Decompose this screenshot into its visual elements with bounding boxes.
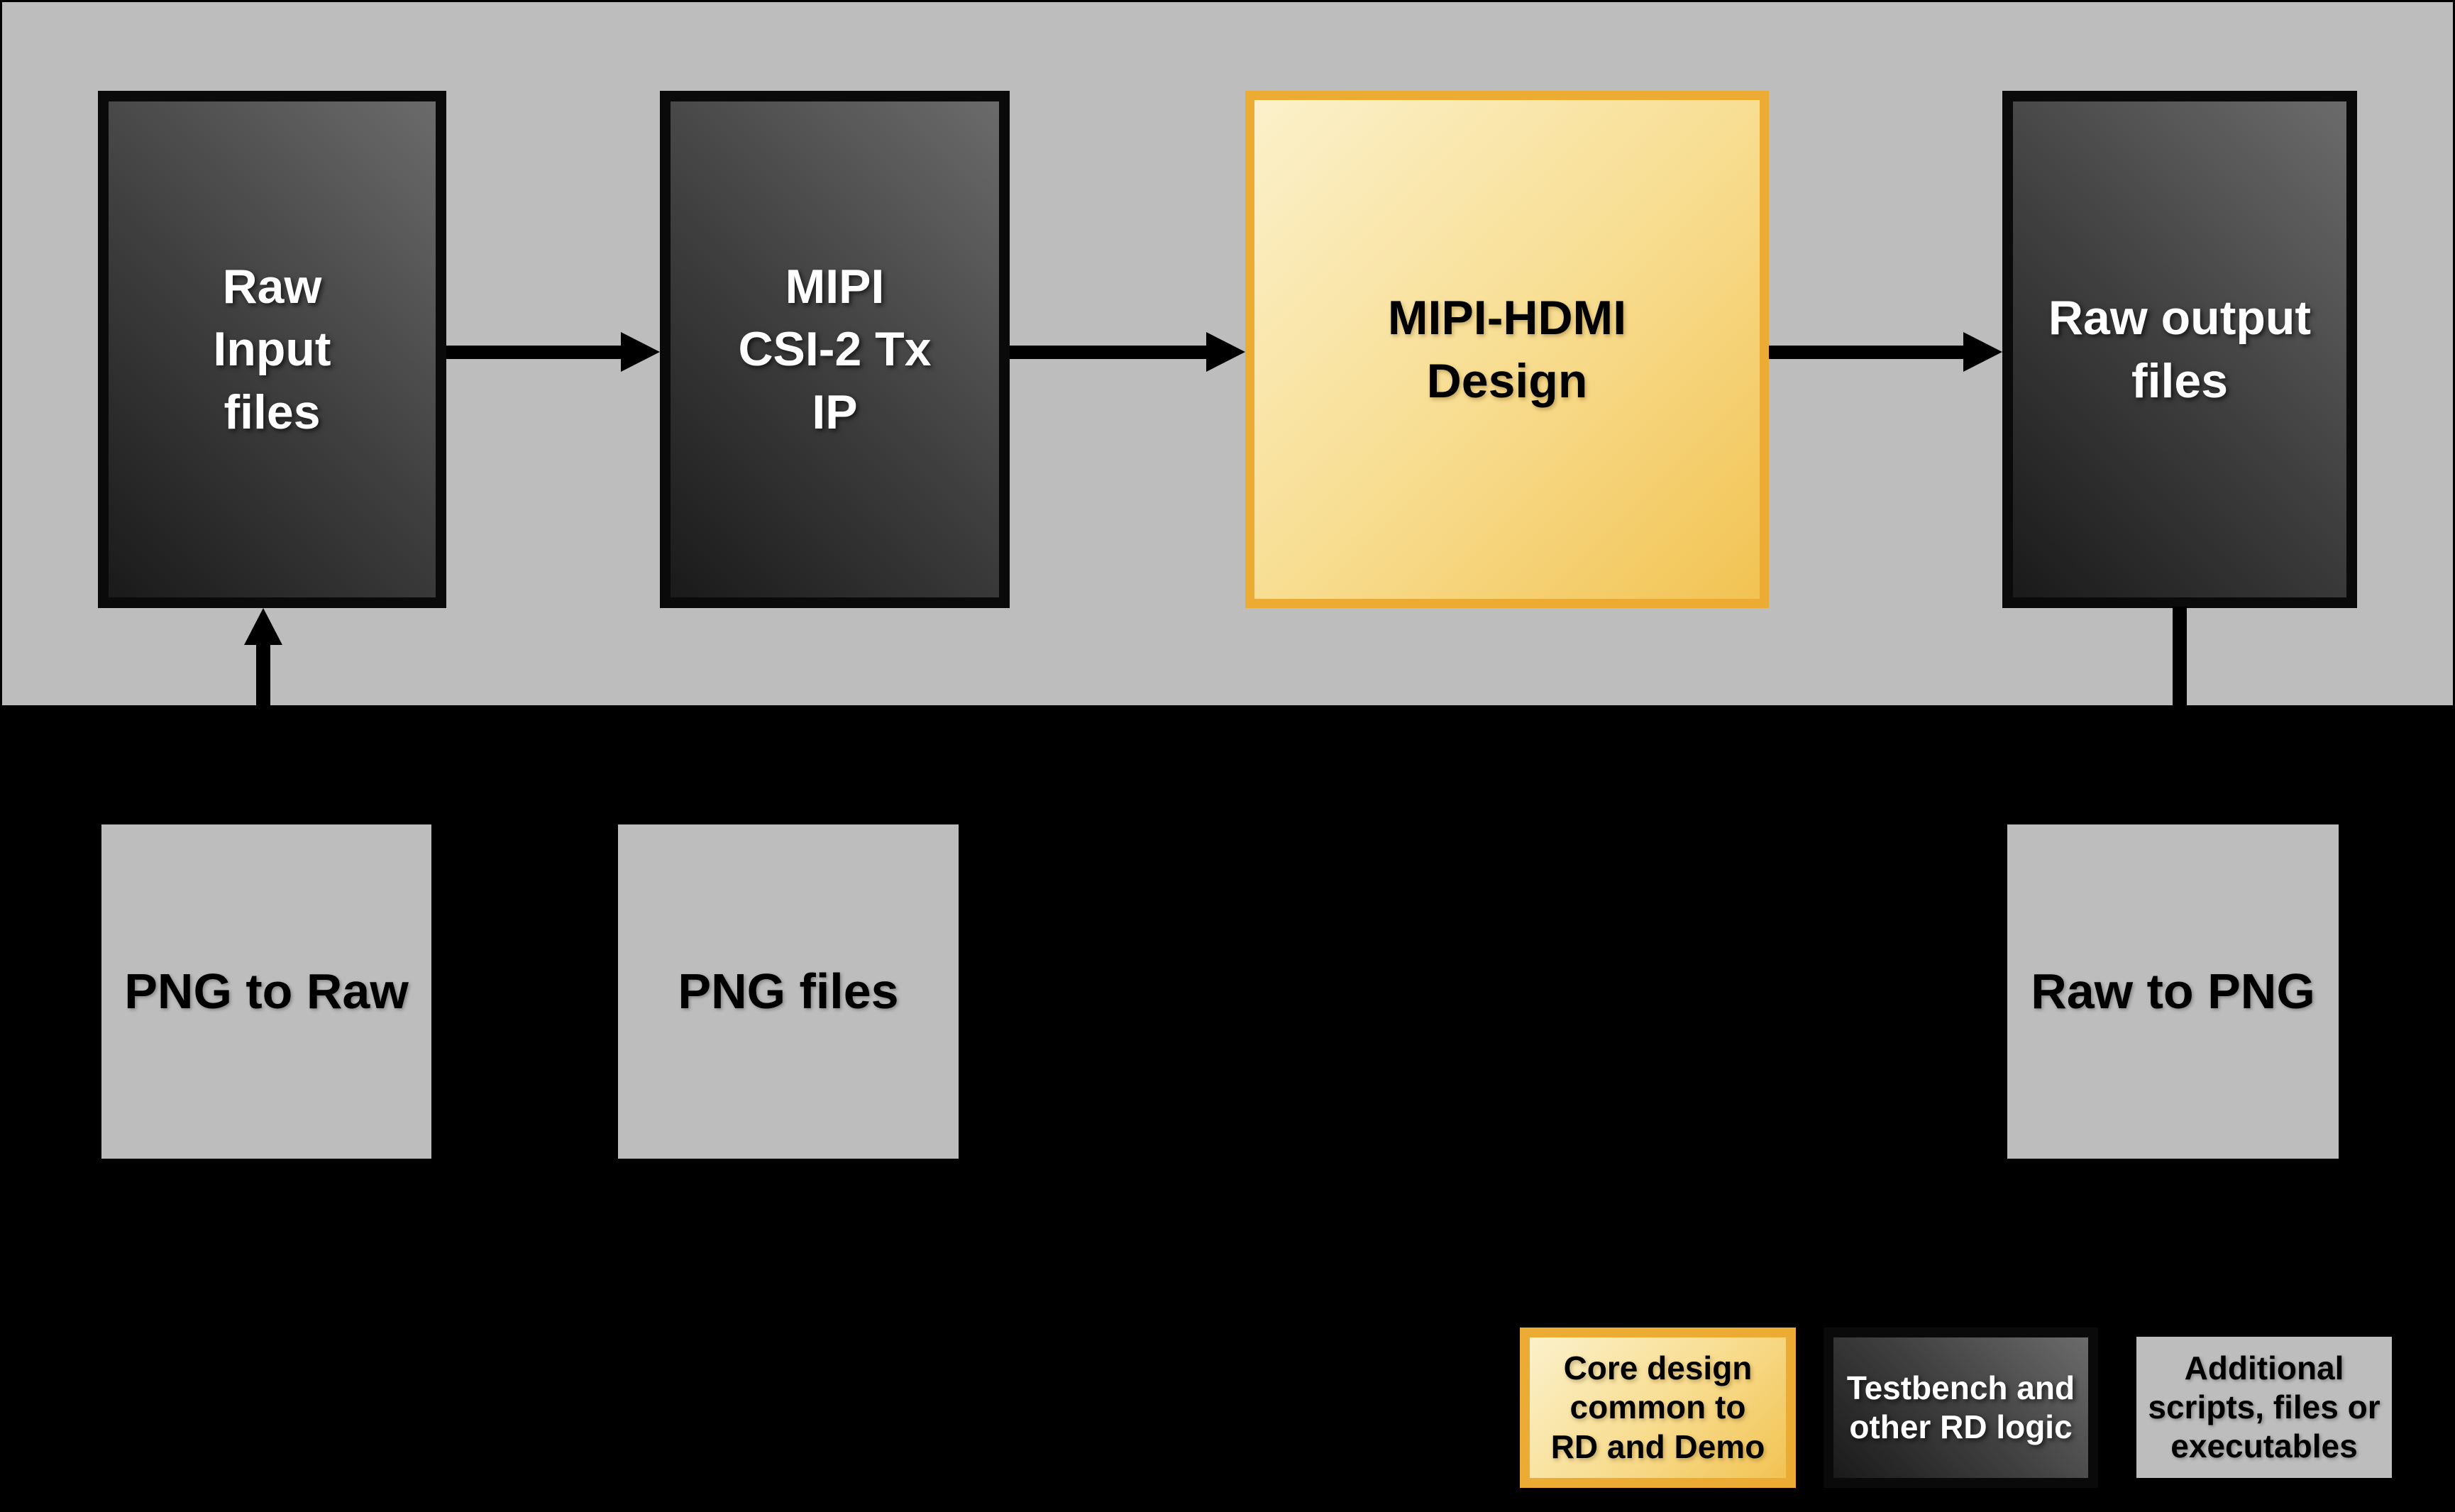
arrow-shaft [1769,346,1963,359]
legend-testbench-label: Testbench and other RD logic [1846,1369,2075,1445]
block-raw-input-files-label: Raw Input files [213,259,331,439]
connector-output-to-raw-to-png [2173,607,2187,705]
block-raw-to-png: Raw to PNG [2007,824,2339,1159]
block-png-files: PNG files [618,824,959,1159]
block-mipi-hdmi-design: MIPI-HDMI Design [1245,91,1769,608]
block-mipi-hdmi-design-label: MIPI-HDMI Design [1387,291,1627,408]
block-raw-input-files: Raw Input files [98,91,446,608]
arrow-shaft [446,346,621,359]
block-mipi-csi2-tx-ip-label: MIPI CSI-2 Tx IP [738,259,932,439]
arrow-shaft [256,642,270,705]
legend-additional-scripts: Additional scripts, files or executables [2136,1337,2392,1478]
block-mipi-csi2-tx-ip: MIPI CSI-2 Tx IP [660,91,1010,608]
block-raw-output-files: Raw output files [2002,91,2357,608]
arrow-right-head-icon [1206,332,1245,372]
legend-testbench: Testbench and other RD logic [1824,1328,2098,1488]
arrow-right-head-icon [621,332,660,372]
arrow-right-head-icon [1963,332,2002,372]
block-png-to-raw: PNG to Raw [101,824,431,1159]
legend-core-design: Core design common to RD and Demo [1520,1328,1796,1488]
arrow-shaft [1010,346,1206,359]
block-raw-to-png-label: Raw to PNG [2031,963,2315,1019]
legend-additional-scripts-label: Additional scripts, files or executables [2148,1349,2380,1465]
legend-core-design-label: Core design common to RD and Demo [1550,1350,1765,1465]
block-raw-output-files-label: Raw output files [2048,291,2312,408]
arrow-up-head-icon [244,608,282,645]
block-png-to-raw-label: PNG to Raw [124,963,409,1019]
block-png-files-label: PNG files [678,963,899,1019]
